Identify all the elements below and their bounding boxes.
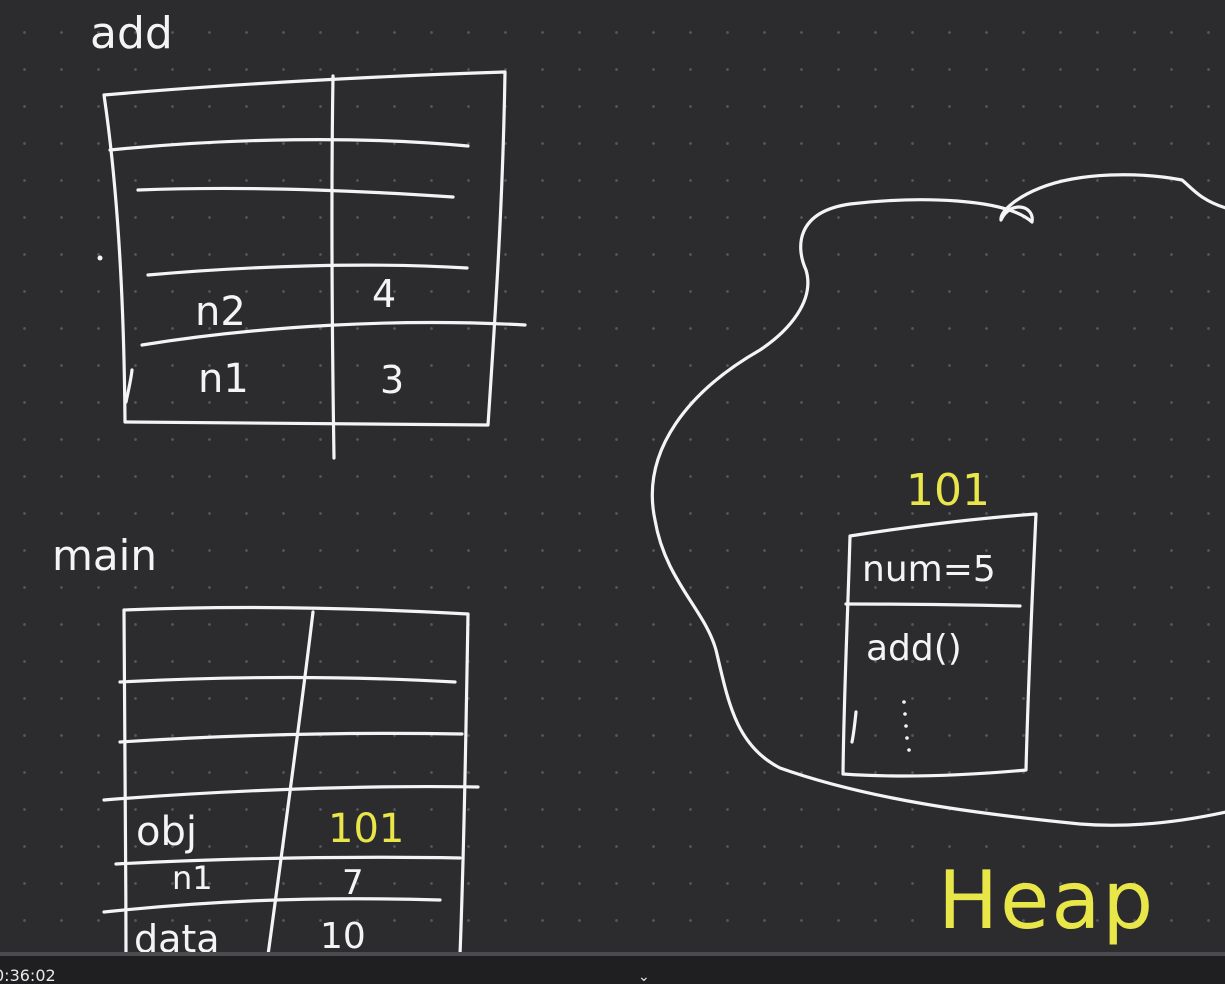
add-frame: add n2 4 n1 3	[90, 8, 527, 460]
stray-dot	[97, 255, 103, 261]
heap-label: Heap	[938, 854, 1155, 947]
add-row-value: 4	[372, 272, 396, 316]
main-row-value: 10	[320, 916, 366, 957]
heap-cloud-outline	[650, 173, 1225, 827]
main-frame-rowline	[118, 731, 464, 744]
main-frame-rowline	[102, 784, 480, 802]
main-frame-rowline	[114, 855, 462, 866]
chevron-down-icon[interactable]: ⌄	[638, 969, 650, 984]
video-timestamp: 0:36:02	[0, 966, 56, 984]
main-row-value: 101	[328, 806, 404, 852]
heap-object-box	[841, 512, 1038, 778]
main-frame-label: main	[52, 531, 157, 580]
add-row-name: n1	[198, 356, 249, 402]
add-frame-rowline	[146, 263, 469, 277]
main-frame-divider	[266, 610, 315, 957]
main-row-value: 7	[342, 863, 364, 903]
main-frame-rowline	[118, 675, 457, 684]
heap-object-address: 101	[906, 465, 990, 516]
add-frame-rowline	[140, 320, 527, 347]
add-frame-border	[102, 70, 507, 427]
add-row-name: n2	[195, 289, 246, 335]
add-row-value: 3	[380, 358, 404, 402]
heap-object-field: add()	[866, 628, 962, 669]
main-frame-rowline	[102, 897, 442, 914]
video-control-bar	[0, 952, 1225, 984]
heap-object-ellipsis	[902, 700, 911, 752]
main-row-name: n1	[172, 859, 213, 897]
heap-object-notch	[850, 710, 858, 744]
video-progress-bar[interactable]	[0, 952, 1225, 956]
add-frame-rowline	[108, 138, 470, 152]
add-frame-label: add	[90, 8, 173, 59]
heap-region: 101 num=5 add() Heap	[650, 173, 1225, 947]
add-frame-notch	[124, 368, 134, 404]
heap-object-rowline	[844, 602, 1022, 608]
heap-object-field: num=5	[862, 549, 996, 590]
main-row-name: obj	[136, 809, 197, 855]
main-frame: main obj 101 n1 7 data 10	[52, 531, 480, 967]
add-frame-rowline	[136, 186, 455, 199]
